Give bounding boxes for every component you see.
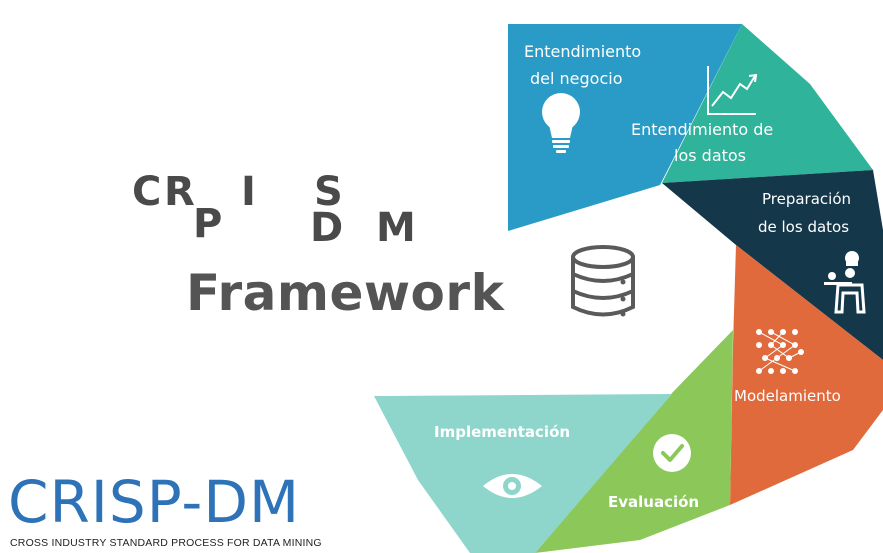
segment-business-understanding — [508, 24, 742, 231]
segment-deployment — [374, 394, 672, 553]
network-icon — [756, 329, 804, 374]
segment-data-preparation — [662, 170, 883, 360]
label-deployment: Implementación — [434, 423, 570, 441]
label-data-line1: Entendimiento de — [631, 120, 773, 139]
logo-tagline: CROSS INDUSTRY STANDARD PROCESS FOR DATA… — [10, 537, 322, 549]
title-letter-m: M — [376, 205, 416, 251]
label-business-line1: Entendimiento — [524, 42, 641, 61]
title-letter-s: S — [314, 169, 343, 215]
crisp-dm-logo: CRISP-DM — [8, 468, 301, 536]
title-letter-i: I — [241, 169, 256, 215]
segment-evaluation — [535, 330, 733, 553]
label-business-line2: del negocio — [530, 69, 623, 88]
label-evaluation: Evaluación — [608, 493, 699, 511]
chef-icon — [824, 251, 866, 314]
segment-data-understanding — [662, 24, 873, 183]
database-icon — [571, 245, 635, 317]
segment-modeling — [730, 245, 883, 505]
title-letter-c: C — [132, 169, 162, 215]
line-chart-icon — [707, 66, 758, 115]
lightbulb-icon — [542, 93, 580, 153]
label-data-line2: los datos — [674, 146, 746, 165]
label-prep-line1: Preparación — [762, 190, 851, 208]
title-letter-r: R — [164, 169, 195, 215]
label-prep-line2: de los datos — [758, 218, 849, 236]
title-letter-d: D — [310, 205, 344, 251]
eye-icon — [483, 474, 542, 498]
framework-title: Framework — [186, 264, 505, 322]
checkmark-icon — [653, 434, 691, 472]
label-modeling: Modelamiento — [734, 387, 841, 405]
title-letter-p: P — [193, 201, 223, 247]
